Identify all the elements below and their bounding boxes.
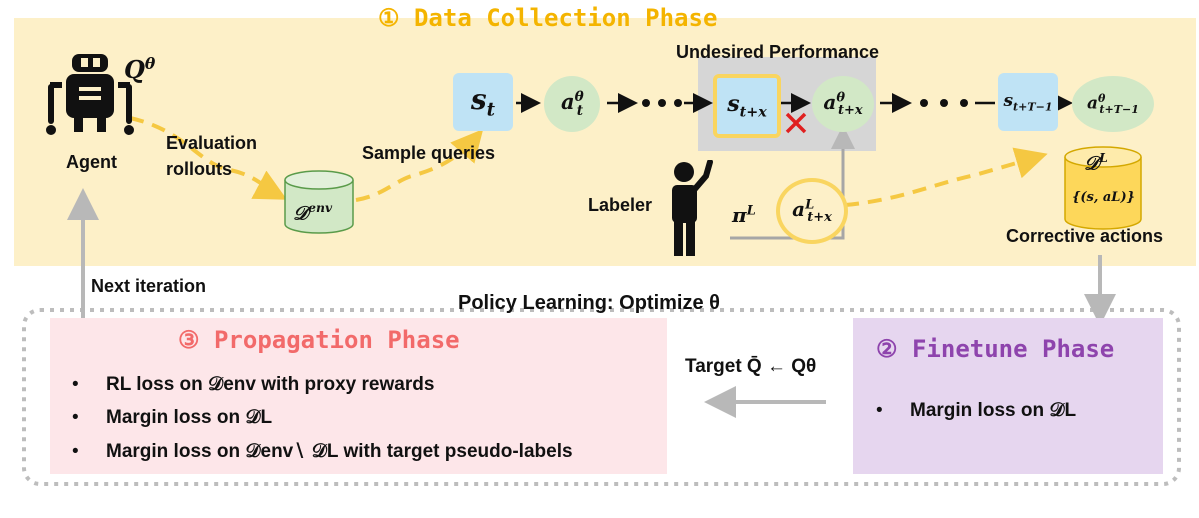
evaluation-rollouts-label: Evaluation rollouts [166,133,258,179]
policy-learning-border [22,308,1181,486]
propagation-bullet: Margin loss on 𝒟env∖ 𝒟L with target pseu… [72,440,573,463]
next-iteration-label: Next iteration [91,276,207,296]
env-dataset-icon [284,170,354,234]
finetune-bullet-list: Margin loss on 𝒟L [876,400,1076,433]
sample-queries-label: Sample queries [362,143,496,163]
data-collection-panel [14,18,1196,266]
action-a-t-plus-T-minus-1: aθt+T−1 [1072,76,1154,132]
labeler-action: aLt+x [776,178,848,244]
agent-label: Agent [66,152,117,172]
person-icon [672,160,713,256]
state-s-t: st [453,73,513,131]
state-s-t-plus-x: st+x [713,74,781,138]
action-a-t-plus-x: aθt+x [812,76,874,132]
state-s-t-plus-T-minus-1: st+T−1 [998,73,1058,131]
data-collection-title: ① Data Collection Phase [378,4,718,32]
propagation-bullet: Margin loss on 𝒟L [72,407,573,429]
labeled-dataset-label: 𝒟L [1084,150,1108,175]
propagation-bullet: RL loss on 𝒟env with proxy rewards [72,374,573,396]
undesired-performance-label: Undesired Performance [676,42,880,62]
env-dataset-label: 𝒟env [293,200,333,225]
propagation-bullet-list: RL loss on 𝒟env with proxy rewards Margi… [72,374,573,474]
action-a-t: aθt [544,76,600,132]
corrective-actions-label: Corrective actions [1006,226,1164,246]
finetune-title: ② Finetune Phase [876,335,1115,363]
propagation-title: ③ Propagation Phase [178,326,460,354]
finetune-panel [853,318,1163,474]
finetune-bullet: Margin loss on 𝒟L [876,400,1076,422]
labeled-dataset-content: {(s, aL)} [1072,190,1135,205]
q-theta-label: Qθ [124,54,156,84]
cross-icon [785,112,807,134]
labeler-label: Labeler [588,195,653,215]
target-update-label: Target Q̄ ← Qθ [685,356,817,377]
labeled-dataset-icon [1064,146,1142,230]
labeler-policy-label: πL [732,203,756,227]
robot-icon [46,54,134,135]
policy-learning-label: Policy Learning: Optimize θ [458,292,720,314]
